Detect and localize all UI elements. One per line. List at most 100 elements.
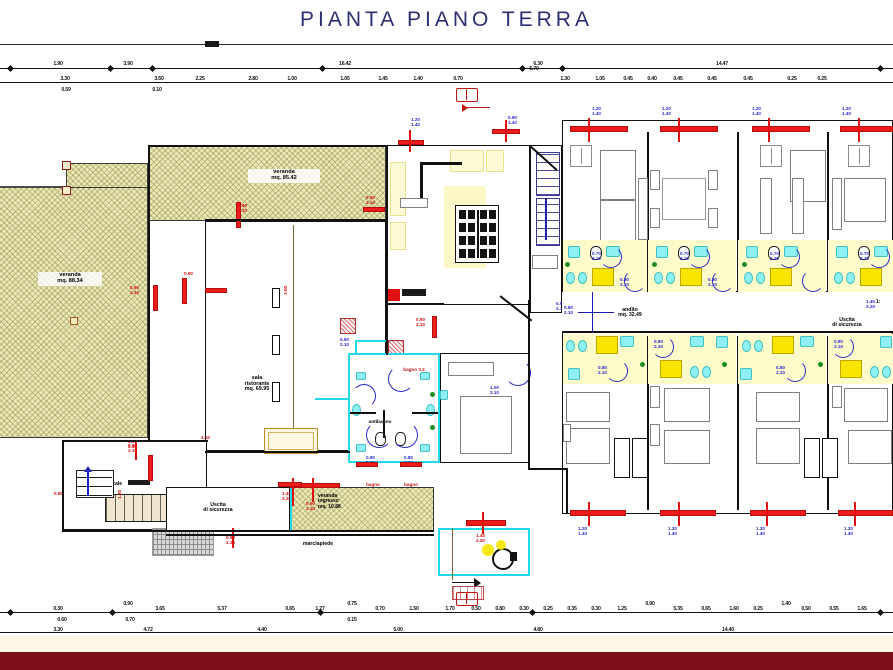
dim-top2: 3.50 <box>154 76 164 82</box>
escape-route-line-c <box>355 340 391 342</box>
bath-door-arc-u1 <box>600 246 622 268</box>
window-tag-l1: 1.20 1.40 <box>578 526 587 536</box>
veranda-left-drain <box>70 317 78 325</box>
indicator-l1 <box>640 362 645 367</box>
mid-opening-a <box>205 288 227 293</box>
nightstand-l4 <box>832 386 842 408</box>
dim-bottom: 0.30 <box>591 606 601 612</box>
window-tag-l4: 1.20 1.40 <box>844 526 853 536</box>
lamp-socket <box>510 552 517 561</box>
nightstand-u3 <box>760 178 772 234</box>
core-partition-h2 <box>412 412 438 414</box>
facade-mark-2 <box>678 118 680 142</box>
outer-wall-sala-left <box>148 145 151 441</box>
cucina-partition <box>420 162 423 198</box>
service-core-outline-t <box>348 353 440 355</box>
bed-l4-b <box>848 430 892 464</box>
shower-u4 <box>836 246 848 258</box>
door-tag-l2: 0.80 2.10 <box>654 339 663 349</box>
stair-up-arrow <box>87 470 89 496</box>
entry-direction-stem <box>452 582 476 584</box>
bath-door-arc-l1 <box>606 360 628 382</box>
room-label-veranda-top: veranda mq. 85.42 <box>248 169 320 183</box>
dim-bottom2: 3.30 <box>53 627 63 633</box>
yellow-fixture-l1 <box>596 336 618 354</box>
core-door-arc-d <box>392 422 418 448</box>
dim-tag-sala-b: 4.10 <box>201 435 210 440</box>
yellow-fixture-l2 <box>660 360 682 378</box>
stair-flight-up <box>536 152 560 196</box>
opening-red-core-a <box>356 462 378 467</box>
dim-bottom: 0.35 <box>567 606 577 612</box>
window-tag-u2: 1.20 1.40 <box>662 106 671 116</box>
room-label-locale: locale <box>107 481 123 487</box>
core-fixture-b <box>420 372 430 380</box>
yellow-fixture-u3 <box>770 268 792 286</box>
core-partition-mid <box>383 410 385 438</box>
mid-opening-c <box>432 316 437 338</box>
bidet-u3 <box>756 272 765 284</box>
facade-mark-1 <box>588 118 590 142</box>
exit-symbol-bottom-split <box>466 592 468 604</box>
tub-l1 <box>620 336 634 347</box>
floor-grate <box>152 528 214 556</box>
opening-red-top-a <box>398 140 424 145</box>
core-washbasin-b <box>426 404 435 416</box>
left-wall-opening-c <box>236 202 241 228</box>
hotel-divider-l1 <box>647 336 650 510</box>
outer-wall-mid-h <box>62 440 208 443</box>
dim-top2: 0.40 <box>647 76 657 82</box>
yellow-fixture-u1 <box>592 268 614 286</box>
window-tag-cucina-b: 0.90 1.40 <box>508 115 517 125</box>
left-wall-opening-d <box>182 278 187 304</box>
wardrobe-u1 <box>570 145 592 167</box>
dim-bottom: 0.60 <box>57 617 67 623</box>
room-label-veranda-left: veranda mq. 88.34 <box>38 272 102 286</box>
outer-wall-left-h <box>62 530 434 533</box>
sala-bar-counter-inner <box>268 432 314 450</box>
core-partition-h <box>350 412 376 414</box>
facade-opening-l1 <box>570 510 626 516</box>
nightstand-u4 <box>832 178 842 230</box>
dim-top2: 3.30 <box>60 76 70 82</box>
opening-mark-top-a <box>409 130 411 152</box>
bed-u2-b <box>662 178 706 220</box>
core-door-arc-c <box>366 422 392 448</box>
washbasin-l2 <box>690 366 699 378</box>
exit-tag-right: 1.45 2.20 <box>866 299 875 309</box>
dim-bottom: 0.30 <box>53 606 63 612</box>
mid-tag-c: 0.90 2.10 <box>416 317 425 327</box>
deposito-unit <box>460 396 512 454</box>
wardrobe-l1b <box>632 438 648 478</box>
footer-dark-band <box>0 652 893 670</box>
bed-l1-b <box>566 428 610 464</box>
dim-bottom: 0.70 <box>125 617 135 623</box>
sala-column-b <box>272 335 280 355</box>
dim-top2: 0.45 <box>623 76 633 82</box>
room-andito <box>562 290 893 332</box>
facade-opening-2 <box>660 126 718 132</box>
entry-door-arc-u1 <box>624 270 646 292</box>
dim-top2: 0.10 <box>152 87 162 93</box>
dim-top2: 2.25 <box>195 76 205 82</box>
page-title: PIANTA PIANO TERRA <box>300 8 593 31</box>
stair-up-arrow-head <box>84 466 92 472</box>
nightstand-l2 <box>650 386 660 408</box>
left-wall-tag-d: 0.90 <box>184 271 193 276</box>
window-tag-l2: 1.20 1.40 <box>668 526 677 536</box>
wardrobe-l1 <box>614 438 630 478</box>
dim-tag-sala: 3.00 <box>283 285 289 295</box>
entry-door-arc-u2 <box>712 270 734 292</box>
dim-bottom: 5.35 <box>673 606 683 612</box>
hotel-divider-l2 <box>737 336 740 510</box>
yellow-fixture-l3 <box>772 336 794 354</box>
shower-l4 <box>880 336 892 348</box>
wardrobe-u3 <box>760 145 782 167</box>
nightstand-u1 <box>638 178 648 240</box>
stair-direction-arrow <box>545 198 547 240</box>
opening-mark-top-b <box>505 120 507 142</box>
dim-bottom2: 4.80 <box>533 627 543 633</box>
dim-top2: 1.30 <box>560 76 570 82</box>
facade-opening-4 <box>840 126 893 132</box>
